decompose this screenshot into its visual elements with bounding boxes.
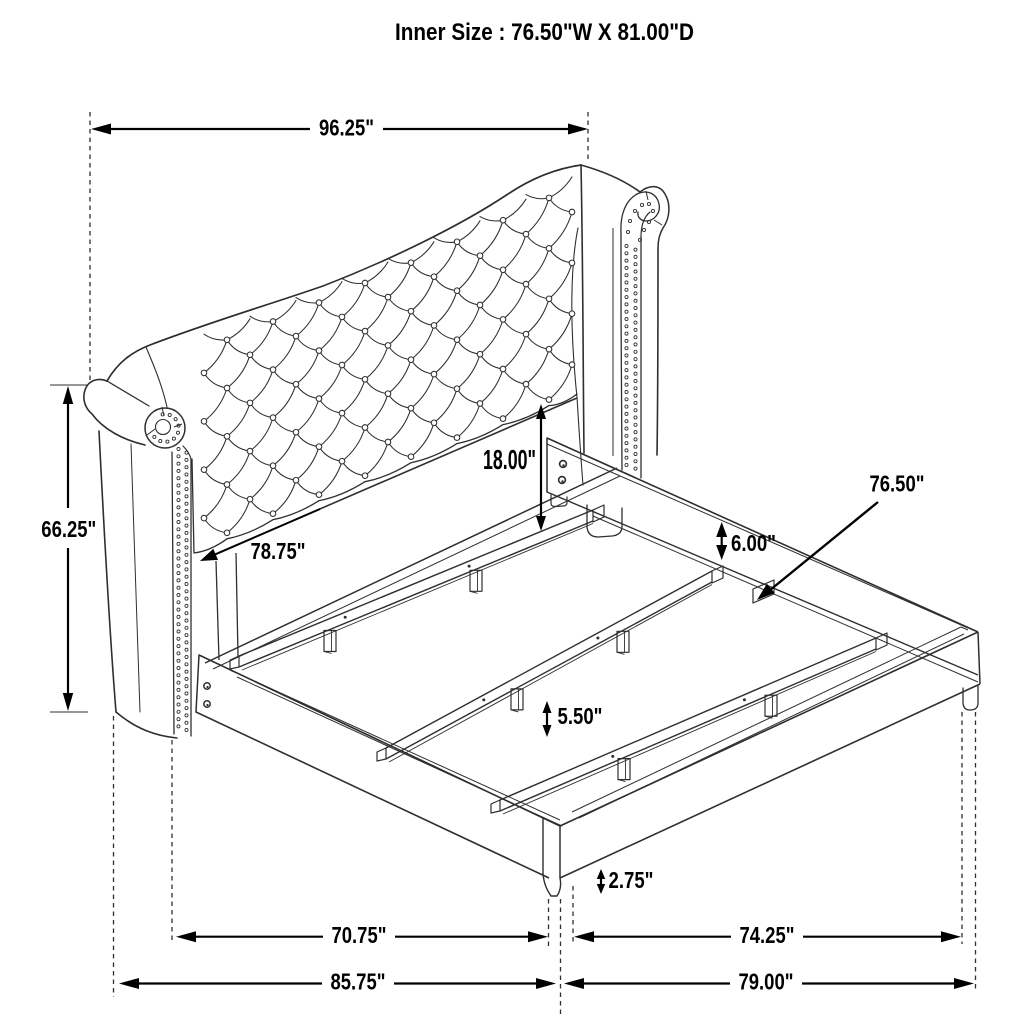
svg-text:5.50": 5.50"	[558, 703, 603, 729]
svg-text:18.00": 18.00"	[483, 444, 536, 475]
svg-text:2.75": 2.75"	[609, 867, 654, 893]
svg-text:78.75": 78.75"	[251, 538, 306, 564]
svg-text:96.25": 96.25"	[319, 115, 374, 141]
svg-text:70.75": 70.75"	[332, 922, 387, 948]
svg-text:85.75": 85.75"	[331, 969, 386, 995]
svg-text:Inner Size : 76.50"W X 81.00"D: Inner Size : 76.50"W X 81.00"D	[395, 19, 694, 46]
svg-text:76.50": 76.50"	[870, 471, 925, 497]
svg-text:66.25": 66.25"	[41, 516, 96, 542]
svg-text:79.00": 79.00"	[739, 969, 794, 995]
svg-text:74.25": 74.25"	[740, 922, 795, 948]
svg-text:6.00": 6.00"	[731, 530, 776, 556]
